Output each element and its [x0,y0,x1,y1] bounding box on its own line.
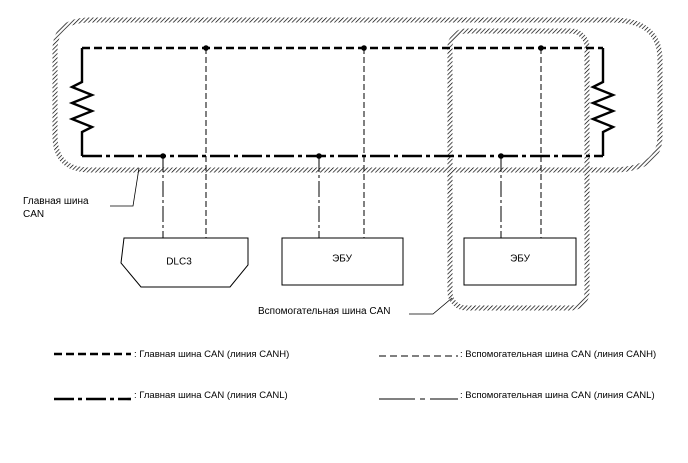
main-bus-label-line1: Главная шина [23,196,89,207]
sub-bus-label: Вспомогательная шина CAN [258,306,390,317]
legend-sub-canh-text: : Вспомогательная шина CAN (линия CANH) [460,349,656,360]
ecu-main-label: ЭБУ [332,254,353,265]
right-terminal-resistor [589,48,617,156]
ecu-sub-box [463,237,577,286]
sub-bus-shield [447,28,590,311]
ecu-sub-label: ЭБУ [510,254,531,265]
main-bus-shield [52,17,663,173]
main-bus-leader [110,167,140,207]
legend-main-canl-text: : Главная шина CAN (линия CANL) [134,390,288,401]
legend-main-canh-text: : Главная шина CAN (линия CANH) [134,349,289,360]
ecu-main-box [281,237,404,286]
dlc3-connector [120,237,249,288]
left-terminal-resistor [68,48,96,156]
sub-bus-leader [409,297,453,315]
legend-sub-canl-text: : Вспомогательная шина CAN (линия CANL) [460,390,655,401]
main-bus-label-line2: CAN [23,209,44,220]
dlc3-label: DLC3 [166,257,192,268]
